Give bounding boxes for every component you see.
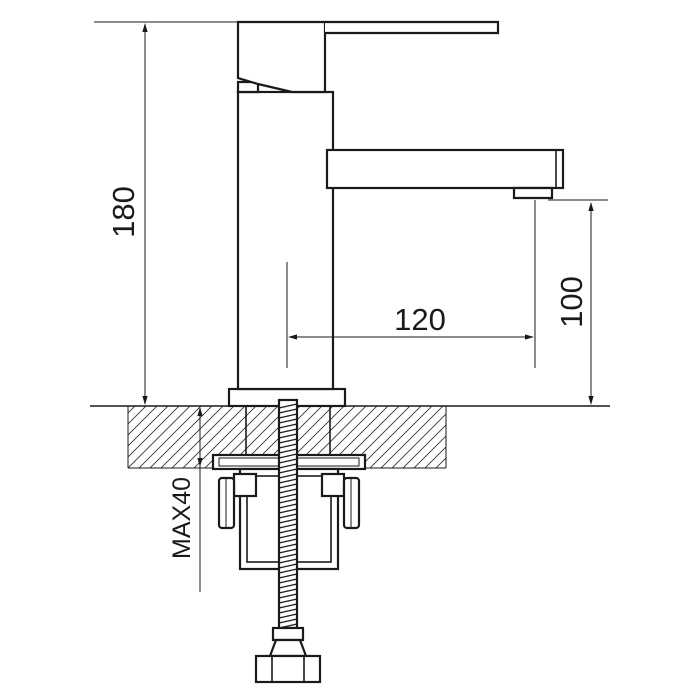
thread-line xyxy=(278,473,298,479)
connector-neck xyxy=(268,638,308,658)
hatch-line xyxy=(489,404,555,470)
thread-line xyxy=(278,593,298,599)
thread-line xyxy=(278,418,298,424)
thread-line xyxy=(278,568,298,574)
hatch-line xyxy=(435,457,446,468)
thread-line xyxy=(278,438,298,444)
thread-line xyxy=(278,478,298,484)
thread-line xyxy=(278,493,298,499)
thread-line xyxy=(278,583,298,589)
thread-line xyxy=(278,433,298,439)
hatch-line xyxy=(456,404,522,470)
hatch-line xyxy=(424,446,446,468)
rod-threads xyxy=(278,403,298,629)
thread-line xyxy=(278,448,298,454)
handle-block xyxy=(236,20,327,94)
thread-line xyxy=(278,443,298,449)
thread-line xyxy=(278,613,298,619)
hatch-line xyxy=(182,406,246,468)
thread-line xyxy=(278,618,298,624)
hatch-line xyxy=(160,406,224,468)
thread-line xyxy=(278,428,298,434)
thread-line xyxy=(278,423,298,429)
hatch-line xyxy=(149,406,213,468)
hatch-line xyxy=(445,404,511,470)
thread-line xyxy=(278,483,298,489)
dimension-label-max40: MAX40 xyxy=(168,477,196,559)
thread-line xyxy=(278,503,298,509)
thread-line xyxy=(278,463,298,469)
hatch-line xyxy=(128,406,169,447)
hatch-line xyxy=(380,406,444,468)
threaded-rod xyxy=(277,398,299,630)
thread-line xyxy=(278,563,298,569)
dimension-spout-reach: 120 xyxy=(288,200,536,368)
hatch-line xyxy=(358,406,422,468)
faucet-column xyxy=(236,90,335,391)
thread-line xyxy=(278,538,298,544)
thread-line xyxy=(278,598,298,604)
left-mounting-bolt xyxy=(217,472,258,530)
thread-line xyxy=(278,453,298,459)
right-mounting-bolt xyxy=(320,472,361,530)
dimension-label-180: 180 xyxy=(106,186,141,238)
thread-line xyxy=(278,603,298,609)
thread-line xyxy=(278,523,298,529)
hatch-line xyxy=(128,406,136,414)
hatch-line xyxy=(478,404,544,470)
thread-line xyxy=(278,513,298,519)
thread-line xyxy=(278,578,298,584)
dimension-total-height: 180 xyxy=(94,21,238,405)
thread-line xyxy=(278,558,298,564)
hatch-line xyxy=(128,406,147,425)
hatch-line xyxy=(138,406,202,468)
hatch-line xyxy=(391,413,446,468)
thread-line xyxy=(278,403,298,409)
hatch-line xyxy=(128,406,191,468)
thread-line xyxy=(278,553,298,559)
hatch-line xyxy=(467,404,533,470)
connector-collar xyxy=(271,626,305,642)
hatch-line xyxy=(511,404,577,470)
hatch-line xyxy=(413,435,446,468)
thread-line xyxy=(278,458,298,464)
thread-line xyxy=(278,543,298,549)
mounting-hardware xyxy=(211,398,367,684)
hatch-line xyxy=(500,404,566,470)
aerator xyxy=(512,186,554,200)
hatch-line xyxy=(128,406,158,436)
dimension-label-120: 120 xyxy=(394,302,446,337)
thread-line xyxy=(278,413,298,419)
thread-line xyxy=(278,533,298,539)
thread-line xyxy=(278,573,298,579)
thread-line xyxy=(278,408,298,414)
thread-line xyxy=(278,488,298,494)
thread-line xyxy=(278,508,298,514)
hose-connector xyxy=(254,626,322,684)
faucet-body xyxy=(227,20,565,408)
thread-line xyxy=(278,548,298,554)
dimension-spout-height: 100 xyxy=(548,199,608,405)
hatch-line xyxy=(369,406,433,468)
thread-line xyxy=(278,518,298,524)
thread-line xyxy=(278,528,298,534)
hatch-line xyxy=(171,406,235,468)
thread-line xyxy=(278,468,298,474)
left-nut xyxy=(232,472,258,498)
dimension-max-thickness: MAX40 xyxy=(168,407,203,592)
hatch-line xyxy=(128,406,180,458)
hatch-line xyxy=(193,406,257,468)
handle-lever xyxy=(325,20,500,35)
thread-line xyxy=(278,588,298,594)
right-nut xyxy=(320,472,346,498)
hatch-line xyxy=(402,424,446,468)
dimension-label-100: 100 xyxy=(554,276,589,328)
hatch-line xyxy=(60,404,126,470)
thread-line xyxy=(278,498,298,504)
connector-nut xyxy=(254,654,322,684)
faucet-spout xyxy=(325,148,565,190)
thread-line xyxy=(278,608,298,614)
